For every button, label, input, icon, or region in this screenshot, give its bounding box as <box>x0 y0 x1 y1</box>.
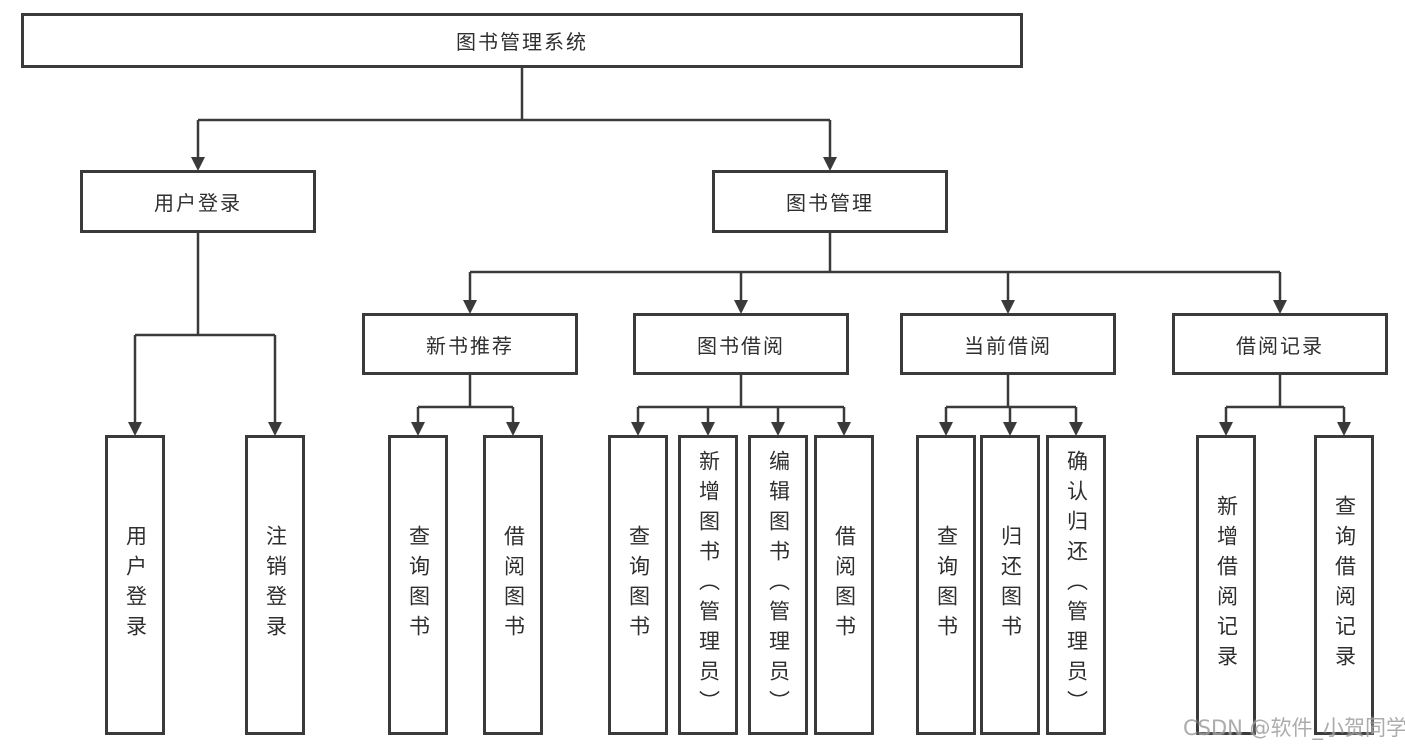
node-user-login: 用户登录 <box>80 170 316 233</box>
node-label: 当前借阅 <box>964 333 1052 358</box>
node-label: 归还图书 <box>998 525 1023 645</box>
node-label: 查询图书 <box>626 525 651 645</box>
node-current-borrowing: 当前借阅 <box>900 313 1116 375</box>
node-label: 用户登录 <box>154 191 242 215</box>
node-leaf-logout: 注销登录 <box>245 435 305 735</box>
node-leaf-return-book: 归还图书 <box>980 435 1040 735</box>
node-label: 图书管理系统 <box>456 30 588 54</box>
node-leaf-borrow-book: 借阅图书 <box>814 435 874 735</box>
node-label: 新增借阅记录 <box>1214 495 1239 675</box>
node-label: 新书推荐 <box>426 333 514 358</box>
node-label: 图书借阅 <box>697 333 785 358</box>
node-leaf-query-books-recommend: 查询图书 <box>388 435 448 735</box>
node-label: 查询图书 <box>406 525 431 645</box>
node-label: 图书管理 <box>786 191 874 215</box>
node-label: 查询图书 <box>934 525 959 645</box>
node-leaf-user-login: 用户登录 <box>105 435 165 735</box>
node-leaf-confirm-return-admin: 确认归还（管理员） <box>1046 435 1106 735</box>
node-label: 注销登录 <box>263 525 288 645</box>
node-book-management: 图书管理 <box>712 170 948 233</box>
node-borrowing-records: 借阅记录 <box>1172 313 1388 375</box>
node-leaf-add-book-admin: 新增图书（管理员） <box>678 435 738 735</box>
node-leaf-query-books-current: 查询图书 <box>916 435 976 735</box>
node-leaf-query-books-borrowing: 查询图书 <box>608 435 668 735</box>
node-label: 查询借阅记录 <box>1332 495 1357 675</box>
node-book-borrowing: 图书借阅 <box>633 313 849 375</box>
node-label: 编辑图书（管理员） <box>766 450 791 720</box>
node-leaf-add-borrow-record: 新增借阅记录 <box>1196 435 1256 735</box>
node-label: 借阅图书 <box>832 525 857 645</box>
node-label: 新增图书（管理员） <box>696 450 721 720</box>
node-library-system-root: 图书管理系统 <box>21 13 1023 68</box>
node-label: 用户登录 <box>123 525 148 645</box>
node-label: 借阅记录 <box>1236 333 1324 358</box>
node-leaf-query-borrow-record: 查询借阅记录 <box>1314 435 1374 735</box>
node-label: 确认归还（管理员） <box>1064 450 1089 720</box>
node-label: 借阅图书 <box>501 525 526 645</box>
node-new-book-recommend: 新书推荐 <box>362 313 578 375</box>
arrowhead-icons <box>128 157 1351 436</box>
node-leaf-edit-book-admin: 编辑图书（管理员） <box>748 435 808 735</box>
node-leaf-borrow-books-recommend: 借阅图书 <box>483 435 543 735</box>
